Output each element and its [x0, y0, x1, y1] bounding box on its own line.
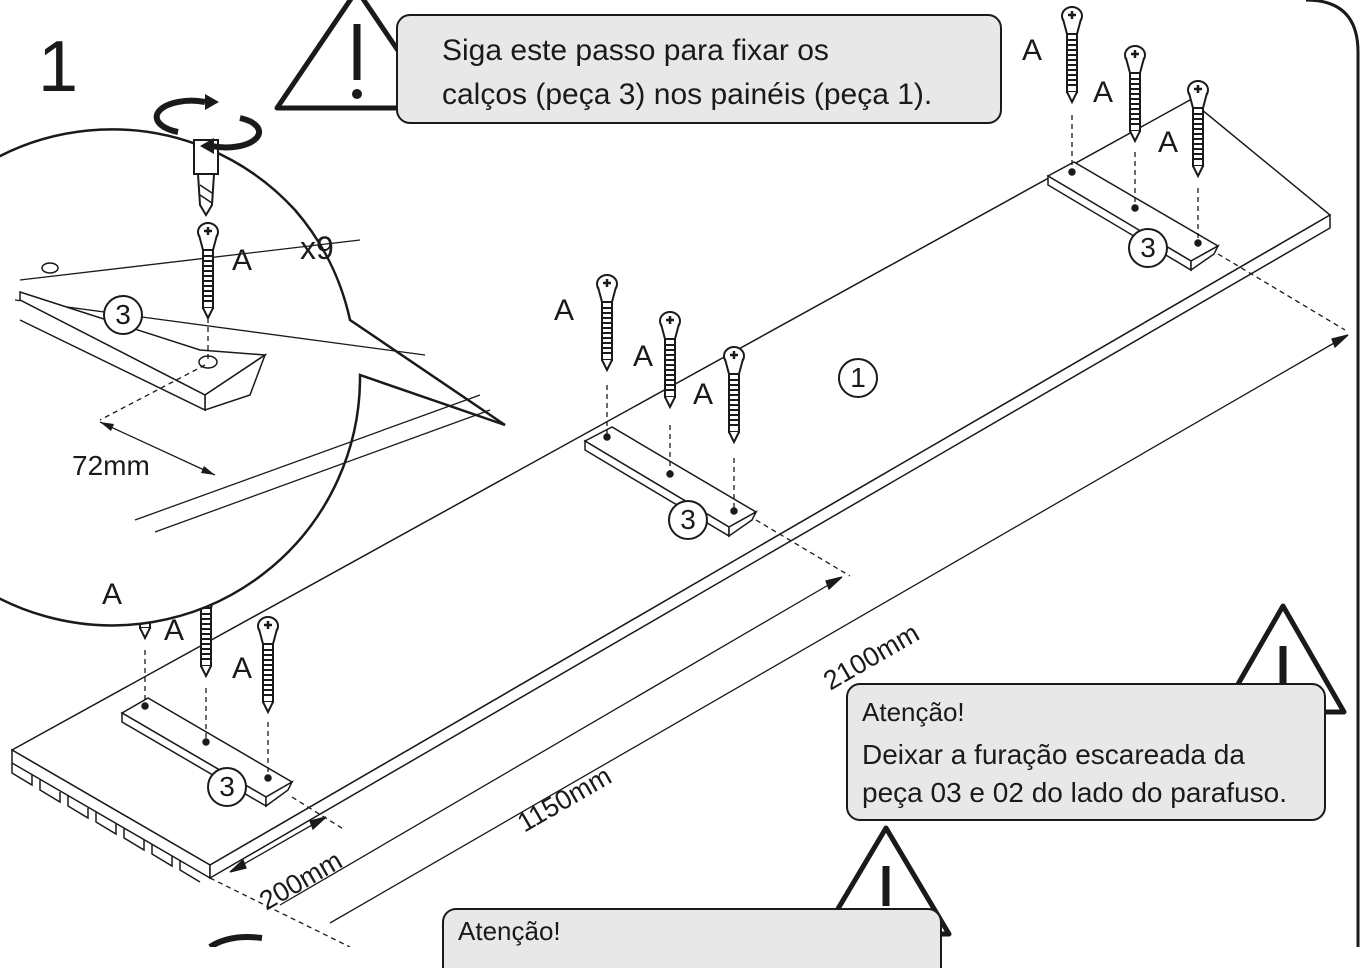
notice-right-line2: peça 03 e 02 do lado do parafuso. — [862, 777, 1288, 808]
screw-label: A — [1022, 34, 1043, 67]
part-number-spacer: 3 — [1128, 228, 1168, 268]
notice-bottom: Atenção! — [442, 908, 942, 968]
dimension-72mm: 72mm — [72, 450, 150, 481]
part-number-spacer: 3 — [668, 500, 708, 540]
notice-right-line1: Deixar a furação escareada da — [862, 739, 1245, 770]
detail-zoom-circle — [0, 128, 506, 627]
screw-label: A — [1093, 76, 1114, 109]
instruction-illustration — [0, 0, 1360, 947]
screw-label: A — [232, 652, 253, 685]
notice-top-line2: calços (peça 3) nos painéis (peça 1). — [442, 78, 933, 111]
notice-bottom-title: Atenção! — [458, 916, 561, 946]
part-number-spacer: 3 — [207, 767, 247, 807]
screwdriver-icon — [193, 139, 219, 217]
notice-top: Siga este passo para fixar os calços (pe… — [396, 14, 1002, 124]
notice-right-title: Atenção! — [862, 697, 965, 727]
step-number: 1 — [38, 27, 79, 107]
screw-label: A — [693, 378, 714, 411]
screw-label: A — [633, 340, 654, 373]
screw-label: A — [232, 244, 253, 277]
notice-top-line1: Siga este passo para fixar os — [442, 34, 829, 67]
quantity-label: x9 — [300, 230, 334, 266]
notice-right: Atenção! Deixar a furação escareada da p… — [846, 683, 1326, 821]
part-number-spacer: 3 — [103, 295, 143, 335]
rotate-arrows-icon — [153, 94, 263, 154]
part-number-panel: 1 — [838, 358, 878, 398]
screw-label: A — [1158, 126, 1179, 159]
screw-label: A — [554, 294, 575, 327]
screw-label: A — [164, 614, 185, 647]
screw-label: A — [102, 578, 123, 611]
